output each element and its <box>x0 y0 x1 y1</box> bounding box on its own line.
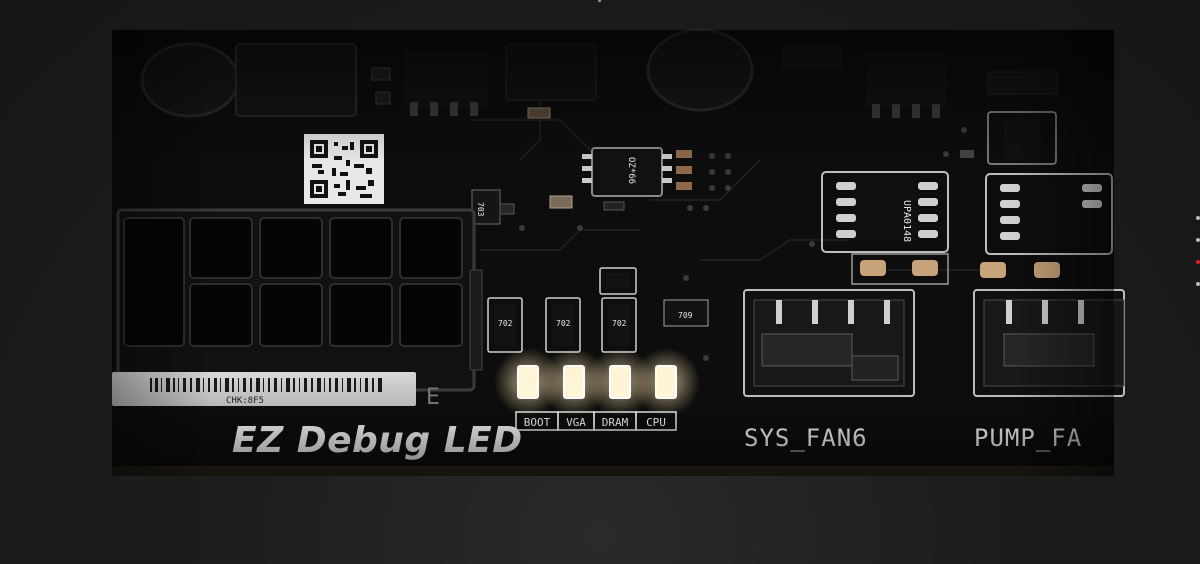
svg-text:709: 709 <box>678 311 693 320</box>
svg-text:UPA0148: UPA0148 <box>901 200 912 242</box>
chip-marking: OZ*66 <box>626 157 636 184</box>
pump-fan-header <box>973 289 1125 397</box>
top-marker <box>598 0 601 2</box>
barcode-sticker: CHK:8F5 E <box>112 372 440 410</box>
qr-code <box>304 134 384 204</box>
pager-dot[interactable] <box>1196 260 1200 264</box>
svg-text:702: 702 <box>556 319 571 328</box>
pager-dot[interactable] <box>1196 216 1200 220</box>
svg-text:702: 702 <box>612 319 627 328</box>
svg-text:703: 703 <box>476 202 485 217</box>
ez-debug-led-title: EZ Debug LED <box>232 420 523 461</box>
sticker-code: CHK:8F5 <box>226 396 264 406</box>
sys-fan6-label: SYS_FAN6 <box>744 424 868 452</box>
pager-dot[interactable] <box>1196 238 1200 242</box>
resistor-703: 703 <box>471 189 501 225</box>
sys-fan6-header <box>743 289 915 397</box>
pager-dot[interactable] <box>1196 282 1200 286</box>
led-label-cpu: CPU <box>646 416 666 429</box>
eps-power-connector <box>116 208 483 392</box>
led-label-dram: DRAM <box>602 416 629 429</box>
pump-fan-label: PUMP_FA <box>974 424 1082 452</box>
svg-text:702: 702 <box>498 319 513 328</box>
svg-text:E: E <box>426 385 440 410</box>
led-label-boot: BOOT <box>524 416 551 429</box>
led-label-vga: VGA <box>566 416 586 429</box>
